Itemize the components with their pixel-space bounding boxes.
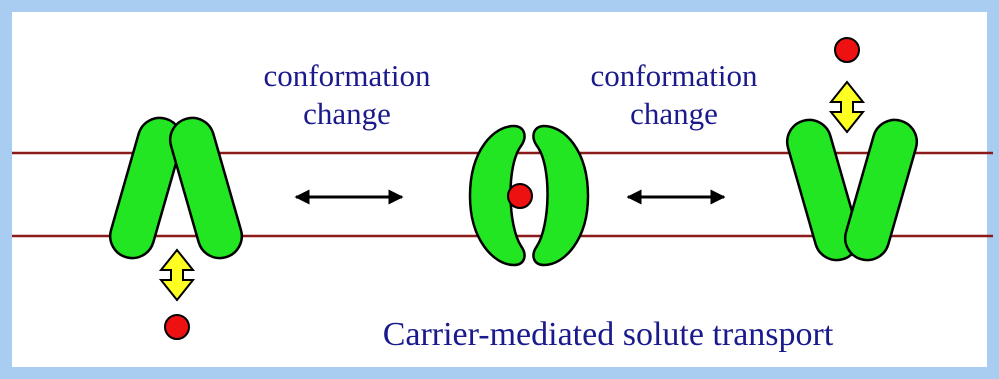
- conformation-label-left-line1: conformation: [263, 58, 431, 93]
- solute-ball-icon: [507, 183, 533, 209]
- conformation-label-left-line2: change: [303, 96, 391, 131]
- vertical-double-arrow-icon: [158, 248, 196, 302]
- carrier-open-inward-icon: [108, 116, 244, 260]
- conformation-label-right-line1: conformation: [590, 58, 758, 93]
- conformation-label-right-line2: change: [630, 96, 718, 131]
- solute-ball-icon: [834, 37, 860, 63]
- carrier-occluded-icon: [468, 124, 590, 267]
- solute-ball-icon: [164, 314, 190, 340]
- diagram-caption: Carrier-mediated solute transport: [383, 316, 834, 353]
- carrier-open-outward-icon: [785, 118, 919, 262]
- vertical-double-arrow-icon: [828, 80, 866, 134]
